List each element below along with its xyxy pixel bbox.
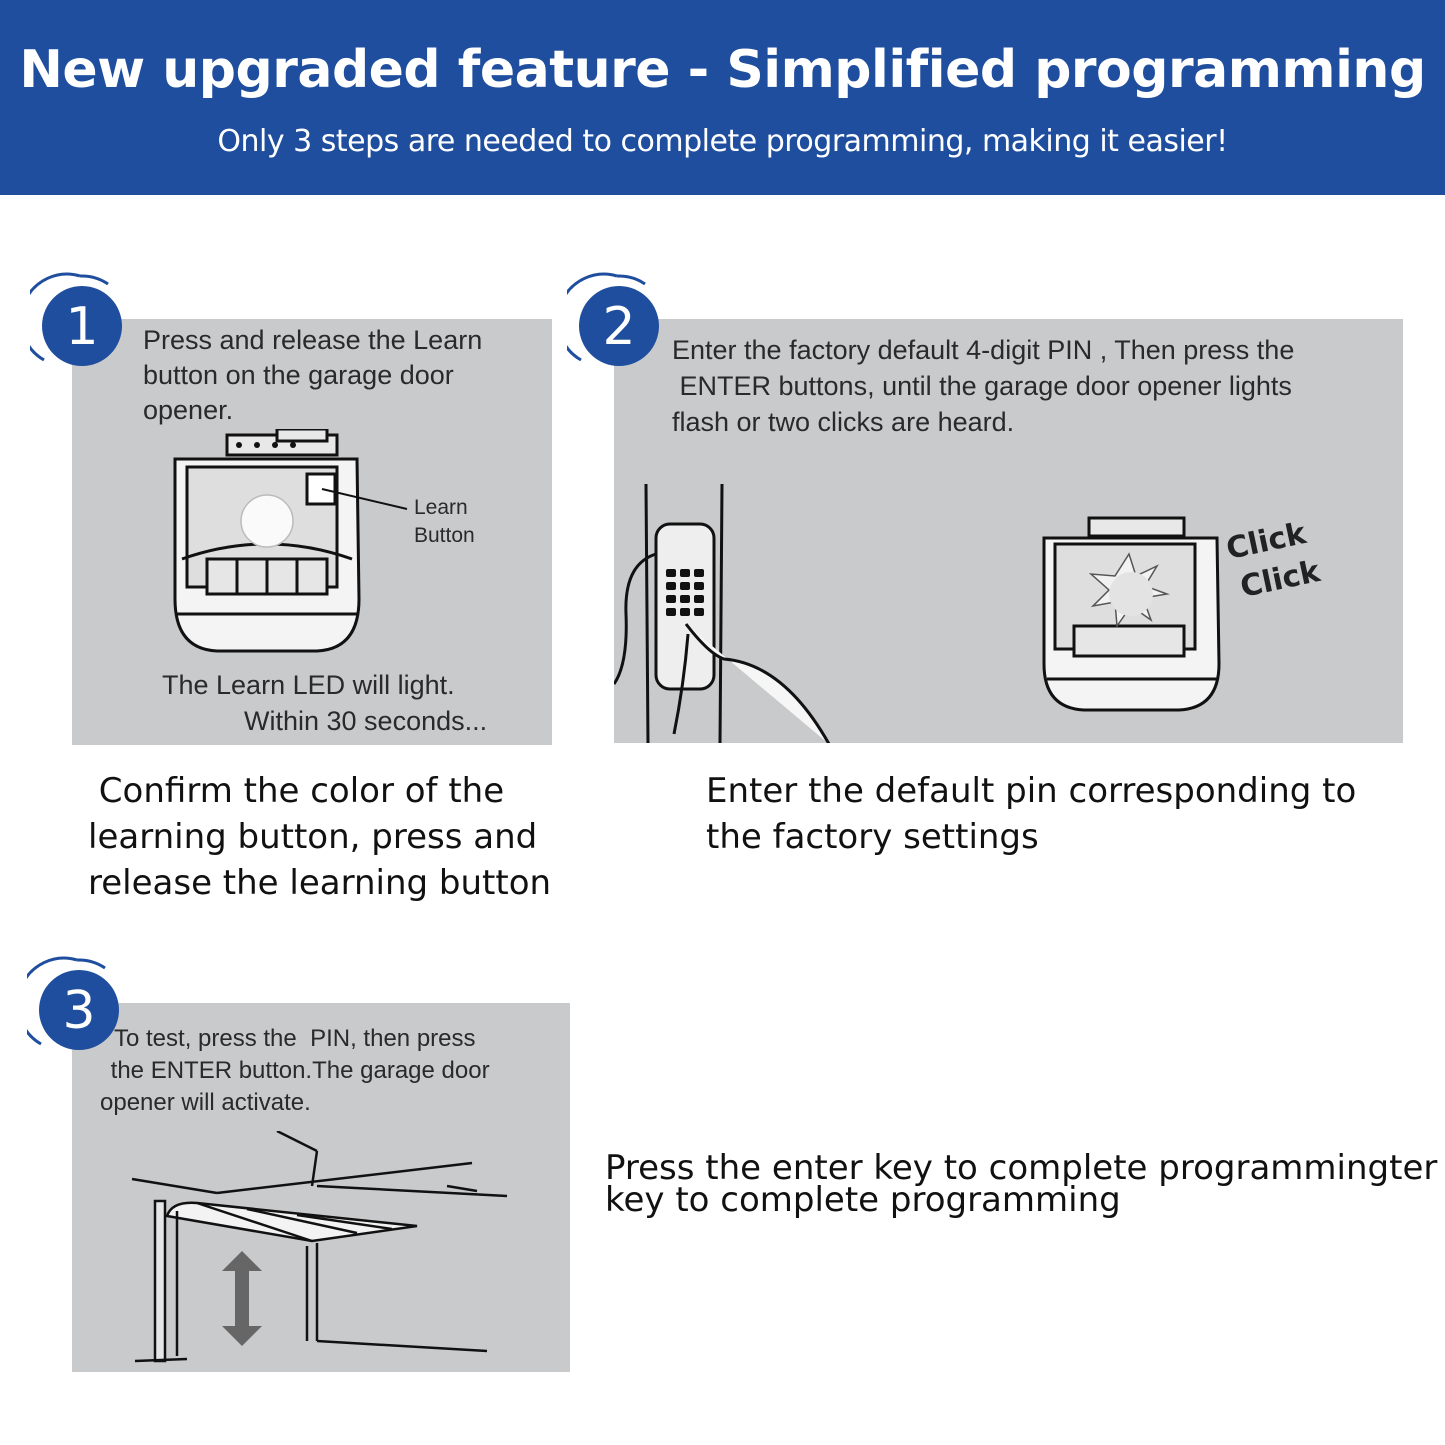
step-2-caption: Enter the default pin corresponding to t… — [706, 771, 1357, 857]
page-title: New upgraded feature - Simplified progra… — [19, 40, 1426, 100]
step-1-panel: Press and release the Learn button on th… — [72, 319, 552, 745]
step-2-number: 2 — [602, 297, 635, 357]
header-banner: New upgraded feature - Simplified progra… — [0, 0, 1445, 195]
step-3-panel: To test, press the PIN, then press the E… — [72, 1003, 570, 1372]
flashing-opener-illustration — [1042, 516, 1221, 712]
step-2-panel: Enter the factory default 4-digit PIN , … — [614, 319, 1403, 743]
step-1-footer: The Learn LED will light. Within 30 seco… — [162, 670, 488, 736]
step-2-number-badge: 2 — [567, 272, 667, 372]
step-1-caption: Confirm the color of the learning button… — [88, 771, 552, 903]
step-1-instructions: Press and release the Learn button on th… — [143, 325, 483, 425]
step-3-instructions: To test, press the PIN, then press the E… — [100, 1025, 490, 1116]
page-subtitle: Only 3 steps are needed to complete prog… — [217, 124, 1228, 159]
step-3-number-badge: 3 — [27, 956, 127, 1056]
step-1-number-badge: 1 — [30, 272, 130, 372]
step-2-instructions: Enter the factory default 4-digit PIN , … — [672, 335, 1295, 437]
step-3-number: 3 — [62, 981, 95, 1041]
garage-opener-illustration — [173, 429, 408, 653]
step-3-caption: Press the enter key to complete programm… — [605, 1148, 1438, 1220]
garage-door-illustration — [131, 1131, 508, 1363]
step-1-number: 1 — [65, 297, 98, 357]
keypad-hand-illustration — [614, 484, 831, 743]
learn-button-label: Learn Button — [414, 496, 475, 547]
